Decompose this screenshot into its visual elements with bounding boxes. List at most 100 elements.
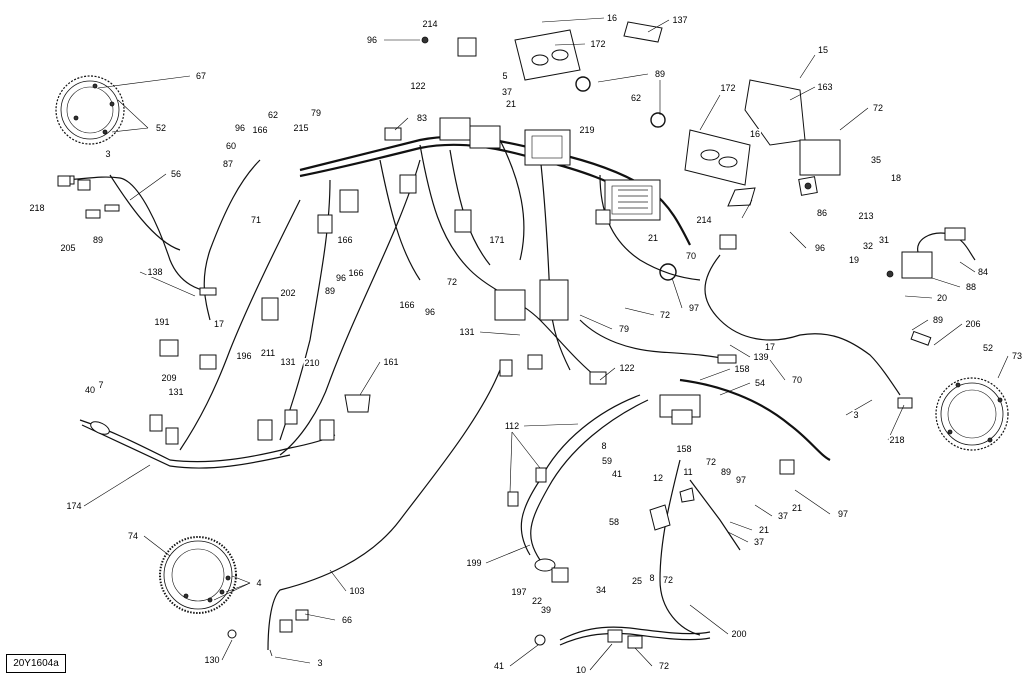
callout-122: 122 <box>618 363 636 373</box>
callout-12: 12 <box>651 473 665 483</box>
callout-72: 72 <box>657 661 671 671</box>
callout-196: 196 <box>235 351 253 361</box>
callout-206: 206 <box>964 319 982 329</box>
callout-71: 71 <box>249 215 263 225</box>
callout-72: 72 <box>658 310 672 320</box>
top-brackets <box>514 21 841 196</box>
callout-96: 96 <box>365 35 379 45</box>
callout-214: 214 <box>421 19 439 29</box>
callout-17: 17 <box>212 319 226 329</box>
callout-96: 96 <box>233 123 247 133</box>
callout-89: 89 <box>91 235 105 245</box>
callout-163: 163 <box>816 82 834 92</box>
callout-84: 84 <box>976 267 990 277</box>
callout-52: 52 <box>981 343 995 353</box>
callout-199: 199 <box>465 558 483 568</box>
callout-41: 41 <box>492 661 506 671</box>
callout-37: 37 <box>776 511 790 521</box>
callout-131: 131 <box>458 327 476 337</box>
tone-ring-right <box>935 377 1009 451</box>
callout-21: 21 <box>790 503 804 513</box>
callout-97: 97 <box>836 509 850 519</box>
callout-166: 166 <box>251 125 269 135</box>
callout-72: 72 <box>445 277 459 287</box>
callout-72: 72 <box>704 457 718 467</box>
callout-138: 138 <box>146 267 164 277</box>
callout-79: 79 <box>617 324 631 334</box>
callout-166: 166 <box>347 268 365 278</box>
callout-59: 59 <box>600 456 614 466</box>
connectors-and-clips <box>57 36 932 649</box>
callout-213: 213 <box>857 211 875 221</box>
callout-97: 97 <box>687 303 701 313</box>
left-harness-branch <box>79 159 336 469</box>
callout-214: 214 <box>695 215 713 225</box>
callout-130: 130 <box>203 655 221 665</box>
callout-218: 218 <box>28 203 46 213</box>
callout-70: 70 <box>684 251 698 261</box>
callout-131: 131 <box>279 357 297 367</box>
callout-10: 10 <box>574 665 588 675</box>
callout-11: 11 <box>682 467 694 477</box>
callout-73: 73 <box>1010 351 1024 361</box>
callout-52: 52 <box>154 123 168 133</box>
callout-131: 131 <box>167 387 185 397</box>
callout-172: 172 <box>589 39 607 49</box>
callout-191: 191 <box>153 317 171 327</box>
callout-8: 8 <box>648 573 656 583</box>
callout-210: 210 <box>303 358 321 368</box>
callout-62: 62 <box>266 110 280 120</box>
callout-16: 16 <box>748 129 762 139</box>
callout-97: 97 <box>734 475 748 485</box>
callout-37: 37 <box>752 537 766 547</box>
callout-66: 66 <box>340 615 354 625</box>
callout-32: 32 <box>861 241 875 251</box>
callout-4: 4 <box>255 578 263 588</box>
wire-70 <box>704 254 901 396</box>
callout-35: 35 <box>869 155 883 165</box>
callout-96: 96 <box>423 307 437 317</box>
callout-21: 21 <box>757 525 771 535</box>
callout-202: 202 <box>279 288 297 298</box>
callout-19: 19 <box>847 255 861 265</box>
callout-172: 172 <box>719 83 737 93</box>
callout-5: 5 <box>501 71 509 81</box>
callout-7: 7 <box>97 380 105 390</box>
callout-174: 174 <box>65 501 83 511</box>
callout-86: 86 <box>815 208 829 218</box>
callout-161: 161 <box>382 357 400 367</box>
callout-79: 79 <box>309 108 323 118</box>
callout-3: 3 <box>852 410 860 420</box>
callout-89: 89 <box>653 69 667 79</box>
callout-89: 89 <box>323 286 337 296</box>
gear-ring-bottom-left <box>159 536 237 614</box>
callout-21: 21 <box>504 99 518 109</box>
callout-89: 89 <box>719 467 733 477</box>
callout-70: 70 <box>790 375 804 385</box>
callout-15: 15 <box>816 45 830 55</box>
callout-137: 137 <box>671 15 689 25</box>
switch-88 <box>886 227 976 279</box>
callout-219: 219 <box>578 125 596 135</box>
callout-166: 166 <box>398 300 416 310</box>
callout-122: 122 <box>409 81 427 91</box>
callout-158: 158 <box>675 444 693 454</box>
wire-122 <box>579 319 737 364</box>
central-fuse-box <box>524 129 661 221</box>
callout-96: 96 <box>813 243 827 253</box>
callout-171: 171 <box>488 235 506 245</box>
callout-211: 211 <box>259 348 277 358</box>
callout-41: 41 <box>610 469 624 479</box>
callout-22: 22 <box>530 596 544 606</box>
callout-34: 34 <box>594 585 608 595</box>
callout-215: 215 <box>292 123 310 133</box>
callout-21: 21 <box>646 233 660 243</box>
callout-3: 3 <box>316 658 324 668</box>
callout-218: 218 <box>888 435 906 445</box>
callout-39: 39 <box>539 605 553 615</box>
callout-37: 37 <box>500 87 514 97</box>
callout-72: 72 <box>871 103 885 113</box>
callout-96: 96 <box>334 273 348 283</box>
